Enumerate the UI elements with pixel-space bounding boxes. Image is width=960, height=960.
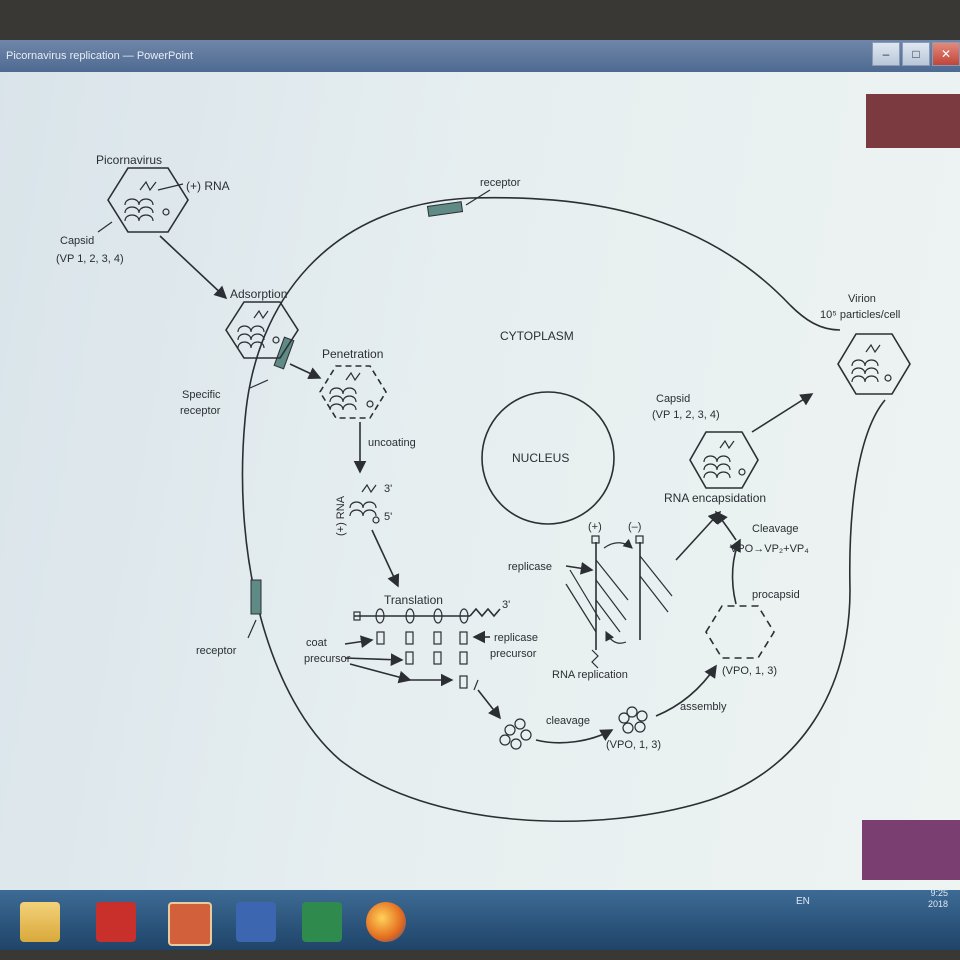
powerpoint-icon[interactable] xyxy=(168,902,212,946)
rna-encapsidation-label: RNA encapsidation xyxy=(664,491,766,505)
receptor-label-top: receptor xyxy=(480,177,521,189)
free-rna xyxy=(349,501,377,517)
replicase-label: replicase xyxy=(508,561,552,573)
replicase-precursor-label-1: replicase xyxy=(494,632,538,644)
specific-label: Specific xyxy=(182,389,221,401)
nucleus xyxy=(481,391,615,525)
pentamer xyxy=(618,706,648,734)
penetration-label: Penetration xyxy=(322,347,383,361)
adsorption-label: Adsorption xyxy=(230,287,287,301)
five-prime-label: 5' xyxy=(384,511,392,523)
vpo-reaction-label: VPO→VP₂+VP₄ xyxy=(730,543,809,555)
slide-accent-top xyxy=(866,94,960,148)
excel-icon[interactable] xyxy=(302,902,342,942)
procapsid-label: procapsid xyxy=(752,589,800,601)
virion-count-label: 10⁵ particles/cell xyxy=(820,309,900,321)
assembly-label: assembly xyxy=(680,701,727,713)
receptor-top xyxy=(426,201,464,217)
acrobat-icon[interactable] xyxy=(96,902,136,942)
system-tray: EN xyxy=(796,896,810,907)
protomer-cluster xyxy=(499,718,532,750)
translation-polysome xyxy=(353,607,501,691)
window-title-bar: Picornavirus replication — PowerPoint xyxy=(0,40,960,72)
virion-label: Virion xyxy=(848,293,876,305)
procapsid xyxy=(705,605,775,659)
capsid-vp-label: (VP 1, 2, 3, 4) xyxy=(56,253,124,265)
close-button[interactable]: ✕ xyxy=(932,42,960,66)
clock-time: 9:25 xyxy=(930,888,949,898)
membrane-opening xyxy=(789,304,841,331)
plus-strand-label: (+) xyxy=(588,521,602,533)
vpo-procapsid-label: (VPO, 1, 3) xyxy=(722,665,777,677)
coat-precursor-label: precursor xyxy=(304,653,351,665)
word-icon[interactable] xyxy=(236,902,276,942)
adsorbed-virus xyxy=(225,301,299,359)
translation-label: Translation xyxy=(384,593,443,607)
language-indicator[interactable]: EN xyxy=(796,896,810,907)
uncoating-label: uncoating xyxy=(368,437,416,449)
folder-icon[interactable] xyxy=(20,902,60,942)
virus-title: Picornavirus xyxy=(96,153,162,167)
cytoplasm-label: CYTOPLASM xyxy=(500,329,574,343)
penetrating-virus xyxy=(319,365,387,419)
firefox-icon[interactable] xyxy=(366,902,406,942)
released-virion xyxy=(837,333,911,395)
capsid-label: Capsid xyxy=(60,235,94,247)
minus-strand-label: (–) xyxy=(628,521,641,533)
plus-rna-label: (+) RNA xyxy=(186,179,230,193)
virus-particle xyxy=(107,167,189,233)
vpo-bottom-label: (VPO, 1, 3) xyxy=(606,739,661,751)
receptor-left xyxy=(250,579,262,615)
receptor-label-adsorption: receptor xyxy=(180,405,221,417)
capsid-right-vp-label: (VP 1, 2, 3, 4) xyxy=(652,409,720,421)
taskbar xyxy=(0,890,960,950)
presentation-slide xyxy=(0,40,960,920)
clock-date: 2018 xyxy=(928,899,949,909)
replicase-precursor-label-2: precursor xyxy=(490,648,537,660)
maximize-button[interactable]: □ xyxy=(902,42,930,66)
coat-label: coat xyxy=(306,637,327,649)
plus-rna-vertical-label: (+) RNA xyxy=(335,495,347,536)
encapsidated-virion xyxy=(689,431,759,489)
nucleus-label: NUCLEUS xyxy=(512,451,569,465)
minimize-button[interactable]: – xyxy=(872,42,900,66)
capsid-right-label: Capsid xyxy=(656,393,690,405)
window-controls: – □ ✕ xyxy=(870,42,960,68)
slide-accent-bottom xyxy=(862,820,960,880)
taskbar-clock[interactable]: 9:25 2018 xyxy=(928,888,948,910)
cell-membrane xyxy=(241,196,886,822)
cleavage-right-label: Cleavage xyxy=(752,523,798,535)
rna-replication-complex xyxy=(565,535,673,669)
translation-3prime-label: 3' xyxy=(502,599,510,611)
receptor-label-left: receptor xyxy=(196,645,237,657)
three-prime-label: 3' xyxy=(384,483,392,495)
window-title: Picornavirus replication — PowerPoint xyxy=(6,50,194,62)
rna-replication-label: RNA replication xyxy=(552,669,628,681)
cleavage-bottom-label: cleavage xyxy=(546,715,590,727)
